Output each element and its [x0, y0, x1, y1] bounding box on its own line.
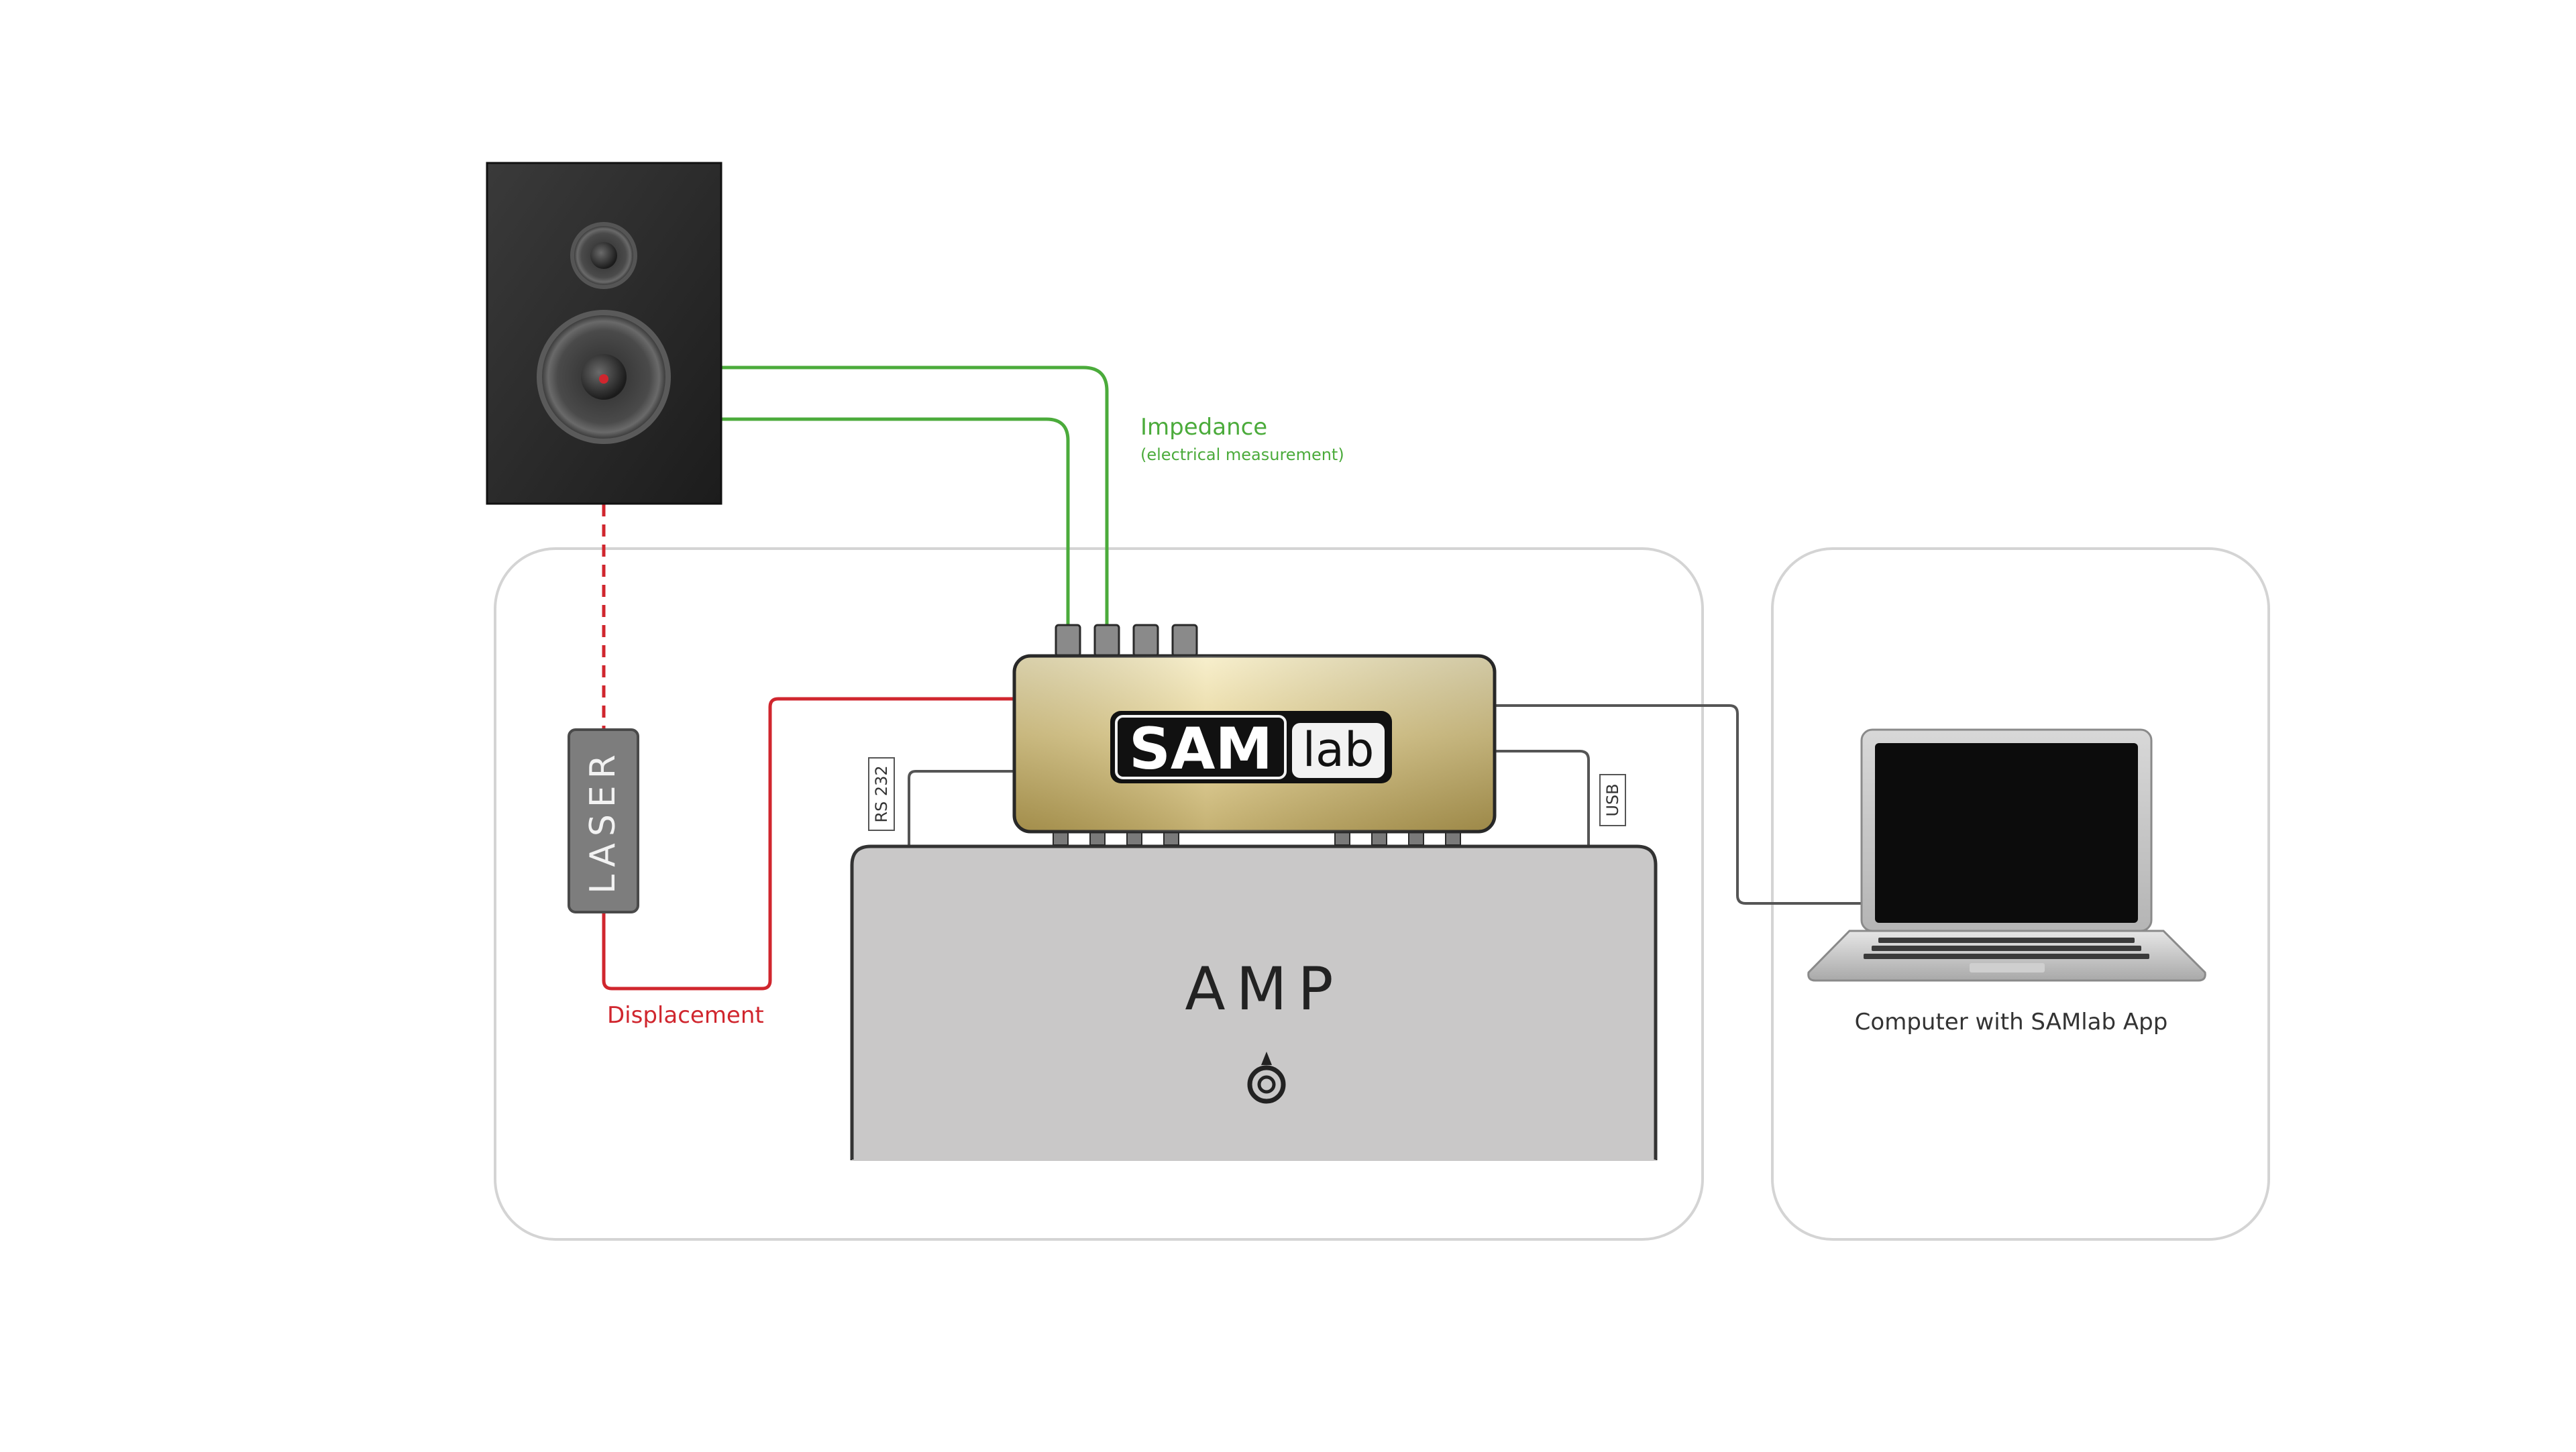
- impedance-cables: [721, 366, 1109, 625]
- amp-label: AMP: [1185, 954, 1344, 1023]
- impedance-label: Impedance: [1140, 414, 1267, 441]
- speaker-icon: [486, 162, 722, 505]
- rs232-tag: RS 232: [868, 757, 895, 831]
- samlab-device-icon: SAM lab: [1012, 624, 1497, 846]
- usb-label: USB: [1603, 783, 1622, 816]
- logo-sam-text: SAM: [1129, 716, 1273, 783]
- impedance-sublabel: (electrical measurement): [1140, 445, 1344, 464]
- interface-cables: [908, 704, 1878, 905]
- displacement-cable: [602, 697, 1014, 991]
- rs232-label: RS 232: [872, 765, 891, 822]
- logo-lab-text: lab: [1303, 722, 1375, 777]
- laser-device-icon: LASER: [568, 728, 639, 913]
- laser-label: LASER: [583, 748, 623, 894]
- amp-power-knob-icon: [1247, 1052, 1286, 1104]
- usb-tag: USB: [1599, 774, 1626, 826]
- displacement-label: Displacement: [607, 1002, 764, 1029]
- amplifier-icon: AMP: [850, 844, 1658, 1161]
- laptop-icon: [1807, 728, 2206, 982]
- computer-label: Computer with SAMlab App: [1855, 1009, 2168, 1036]
- samlab-logo: SAM lab: [1110, 711, 1392, 783]
